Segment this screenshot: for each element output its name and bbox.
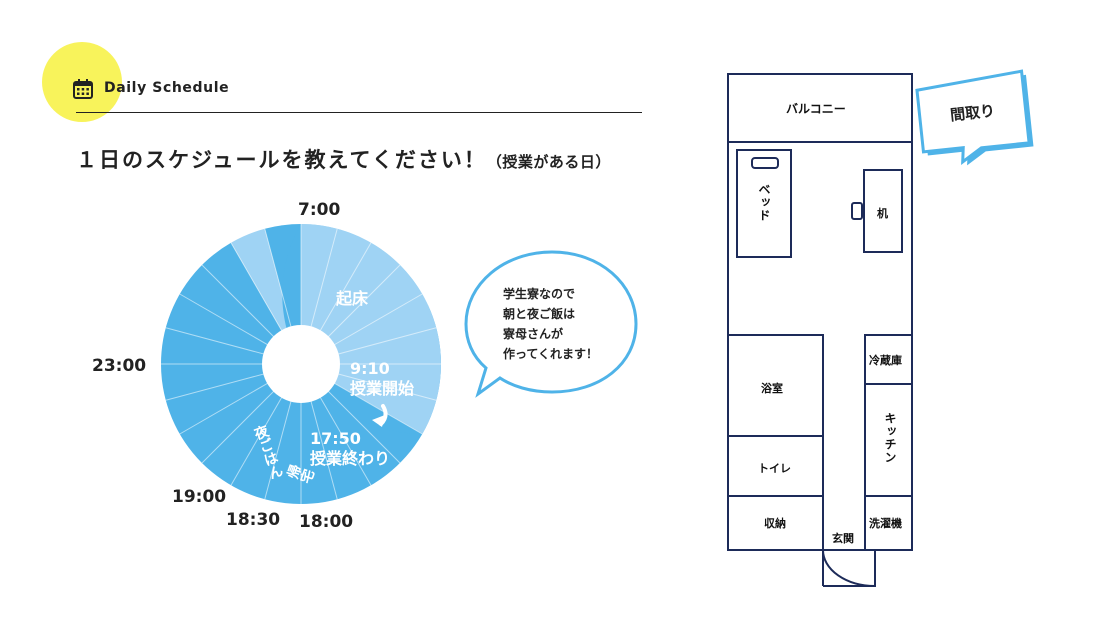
arrow-head-icon (372, 415, 385, 427)
room-desk: 机 (877, 207, 888, 220)
time-label-1900: 19:00 (172, 487, 227, 507)
calendar-icon (73, 79, 93, 99)
room-balcony: バルコニー (786, 102, 846, 116)
bubble-line: 朝と夜ご飯は (503, 307, 576, 321)
bath-block (727, 334, 824, 551)
time-label-0700: 7:00 (298, 200, 341, 220)
kitchen-block (864, 334, 913, 551)
event-class-end-time: 17:50 (310, 429, 361, 448)
floorplan-tag (915, 69, 1034, 166)
room-entrance: 玄関 (832, 532, 854, 545)
speech-bubble-text: 学生寮なので 朝と夜ご飯は 寮母さんが 作ってくれます！ (503, 284, 598, 364)
event-class-end: 授業終わり (310, 449, 390, 468)
time-label-1830: 18:30 (226, 510, 281, 530)
title-sub: （授業がある日） (486, 153, 611, 171)
event-class-start-time: 9:10 (350, 359, 390, 378)
plan-outer-wall (727, 73, 913, 551)
speech-bubble (464, 250, 638, 398)
bed-outline (736, 149, 792, 258)
schedule-pie-chart: 起床 9:10 授業開始 17:50 授業終わり 帰宅 夜ごはん (161, 224, 442, 504)
room-bed: ベッド (757, 183, 771, 222)
door-swing (822, 549, 876, 587)
pillow-outline (751, 157, 779, 169)
room-toilet: トイレ (758, 462, 791, 475)
header-divider (76, 112, 642, 113)
title-main: １日のスケジュールを教えてください！ (76, 148, 487, 172)
pie-center-hole (262, 325, 340, 403)
room-washer: 洗濯機 (869, 517, 902, 530)
page-title: １日のスケジュールを教えてください！（授業がある日） (76, 144, 611, 174)
room-kitchen: キッチン (883, 412, 897, 464)
bubble-line: 寮母さんが (503, 327, 564, 341)
time-label-2300: 23:00 (92, 356, 147, 376)
room-fridge: 冷蔵庫 (869, 354, 902, 367)
room-storage: 収納 (764, 517, 786, 530)
room-bath: 浴室 (761, 382, 783, 395)
event-class-start: 授業開始 (350, 379, 414, 398)
time-label-1800: 18:00 (299, 512, 354, 532)
pie-segment-4 (301, 224, 441, 434)
bubble-line: 作ってくれます！ (503, 347, 599, 361)
event-wake: 起床 (335, 289, 369, 308)
bubble-line: 学生寮なので (503, 287, 576, 301)
desk-outline (863, 169, 903, 253)
chair-outline (851, 202, 863, 220)
section-label: Daily Schedule (104, 80, 230, 96)
